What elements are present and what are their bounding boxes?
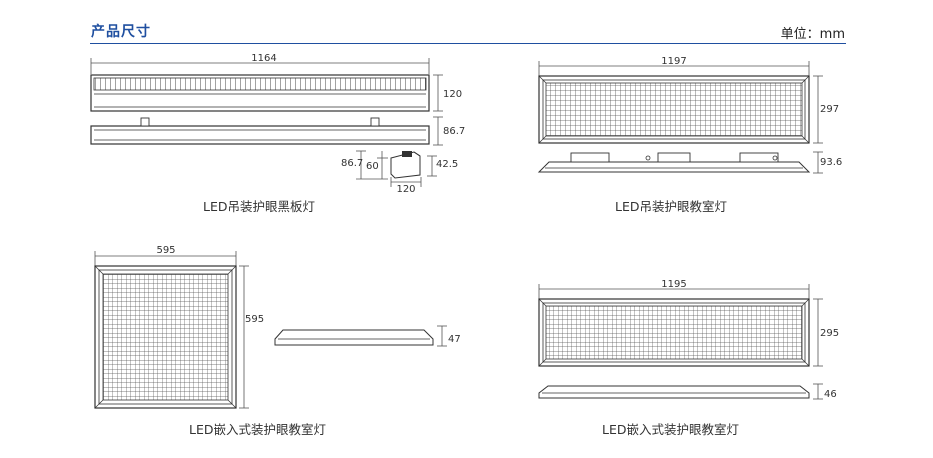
caption-long-recessed-light: LED嵌入式装护眼教室灯 — [602, 422, 739, 437]
long-width-label: 295 — [820, 328, 839, 339]
blackboard-height-label: 120 — [443, 89, 462, 100]
section-width-label: 120 — [396, 184, 415, 195]
square-recessed-light-drawing: 595 595 47 — [94, 245, 461, 409]
caption-blackboard-light: LED吊装护眼黑板灯 — [203, 199, 315, 214]
section-title: 产品尺寸 — [91, 24, 151, 40]
pendant-classroom-light-drawing: 1197 297 93.6 — [537, 56, 842, 174]
section-right-label: 42.5 — [436, 159, 458, 170]
pendant-height-label: 93.6 — [820, 157, 842, 168]
header-divider — [90, 43, 846, 44]
blackboard-light-drawing: 1164 120 86.7 86.7 60 42.5 — [90, 53, 465, 195]
square-width-label: 595 — [245, 314, 264, 325]
blackboard-length-label: 1164 — [251, 53, 276, 64]
unit-label: 单位：mm — [780, 27, 845, 42]
long-height-label: 46 — [824, 389, 837, 400]
section-inner-label: 60 — [366, 161, 379, 172]
caption-square-recessed-light: LED嵌入式装护眼教室灯 — [189, 422, 326, 437]
pendant-width-label: 297 — [820, 104, 839, 115]
caption-pendant-classroom-light: LED吊装护眼教室灯 — [615, 199, 727, 214]
section-height-label: 86.7 — [341, 158, 363, 169]
blackboard-side-height-label: 86.7 — [443, 126, 465, 137]
square-height-label: 47 — [448, 334, 461, 345]
long-length-label: 1195 — [661, 279, 686, 290]
square-length-label: 595 — [156, 245, 175, 256]
pendant-length-label: 1197 — [661, 56, 686, 67]
long-recessed-light-drawing: 1195 295 46 — [538, 279, 839, 400]
